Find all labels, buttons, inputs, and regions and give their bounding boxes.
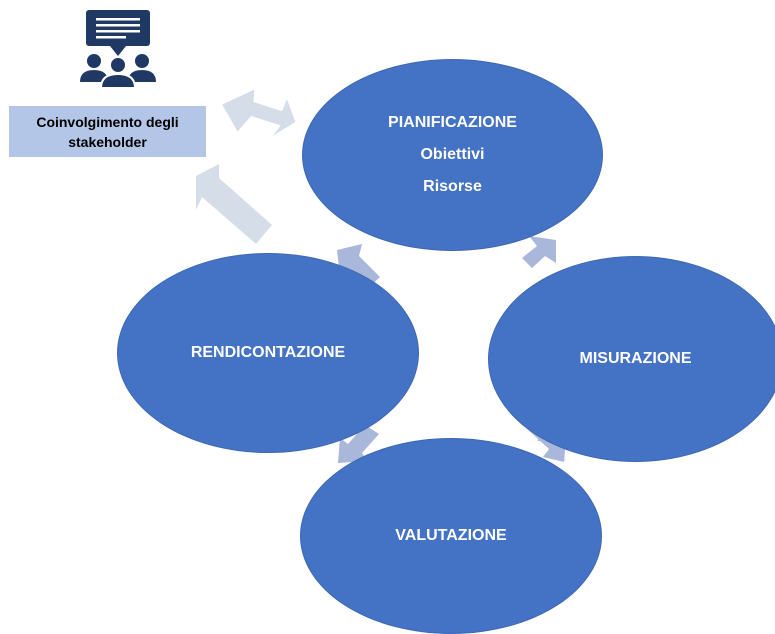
- node-pianificazione-obiettivi: Obiettivi: [420, 146, 485, 163]
- stakeholder-label-line2: stakeholder: [68, 133, 147, 150]
- node-valutazione-title: VALUTAZIONE: [395, 527, 507, 544]
- node-pianificazione-risorse: Risorse: [423, 178, 482, 195]
- stakeholder-label-line1: Coinvolgimento degli: [36, 113, 179, 130]
- cycle-diagram: PIANIFICAZIONE Obiettivi Risorse MISURAZ…: [9, 10, 775, 634]
- node-rendicontazione: RENDICONTAZIONE: [117, 253, 419, 453]
- node-misurazione-title: MISURAZIONE: [579, 350, 692, 367]
- arrow-stakeholder-to-pianificazione: [222, 89, 296, 136]
- arrow-pianificazione-to-misurazione: [522, 236, 556, 268]
- node-misurazione: MISURAZIONE: [488, 256, 775, 462]
- node-pianificazione: PIANIFICAZIONE Obiettivi Risorse: [302, 59, 603, 251]
- arrow-valutazione-to-rendicontazione: [338, 425, 379, 463]
- node-rendicontazione-title: RENDICONTAZIONE: [190, 344, 346, 361]
- node-pianificazione-title: PIANIFICAZIONE: [388, 114, 517, 131]
- arrow-rendicontazione-to-stakeholder: [196, 164, 272, 244]
- people-speech-icon: [80, 10, 156, 88]
- stakeholder-label-box: Coinvolgimento degli stakeholder: [9, 106, 206, 157]
- node-valutazione: VALUTAZIONE: [300, 438, 602, 634]
